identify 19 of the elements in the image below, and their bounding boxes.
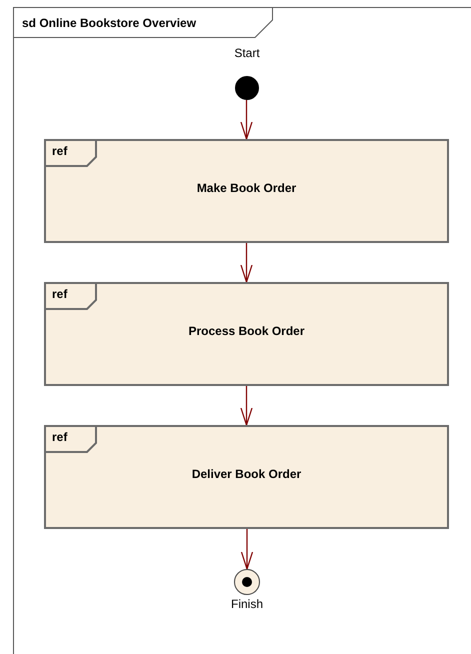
frame-title: sd Online Bookstore Overview	[22, 16, 196, 30]
interaction-name: Process Book Order	[187, 324, 306, 338]
interaction-use-box	[44, 139, 449, 243]
node-label: Start	[234, 46, 260, 60]
control-flow-arrow	[240, 529, 254, 570]
diagram-frame	[13, 7, 471, 654]
ref-keyword: ref	[52, 144, 68, 158]
interaction-use-box	[44, 425, 449, 529]
ref-keyword: ref	[52, 287, 68, 301]
node-label: Finish	[231, 597, 263, 611]
interaction-name: Deliver Book Order	[190, 467, 302, 481]
control-flow-arrow	[240, 243, 253, 283]
interaction-name: Make Book Order	[196, 181, 298, 195]
control-flow-arrow	[240, 100, 253, 140]
final-node	[234, 569, 260, 595]
control-flow-arrow	[240, 386, 253, 426]
ref-keyword: ref	[52, 430, 68, 444]
interaction-use-box	[44, 282, 449, 386]
initial-node	[235, 76, 259, 100]
